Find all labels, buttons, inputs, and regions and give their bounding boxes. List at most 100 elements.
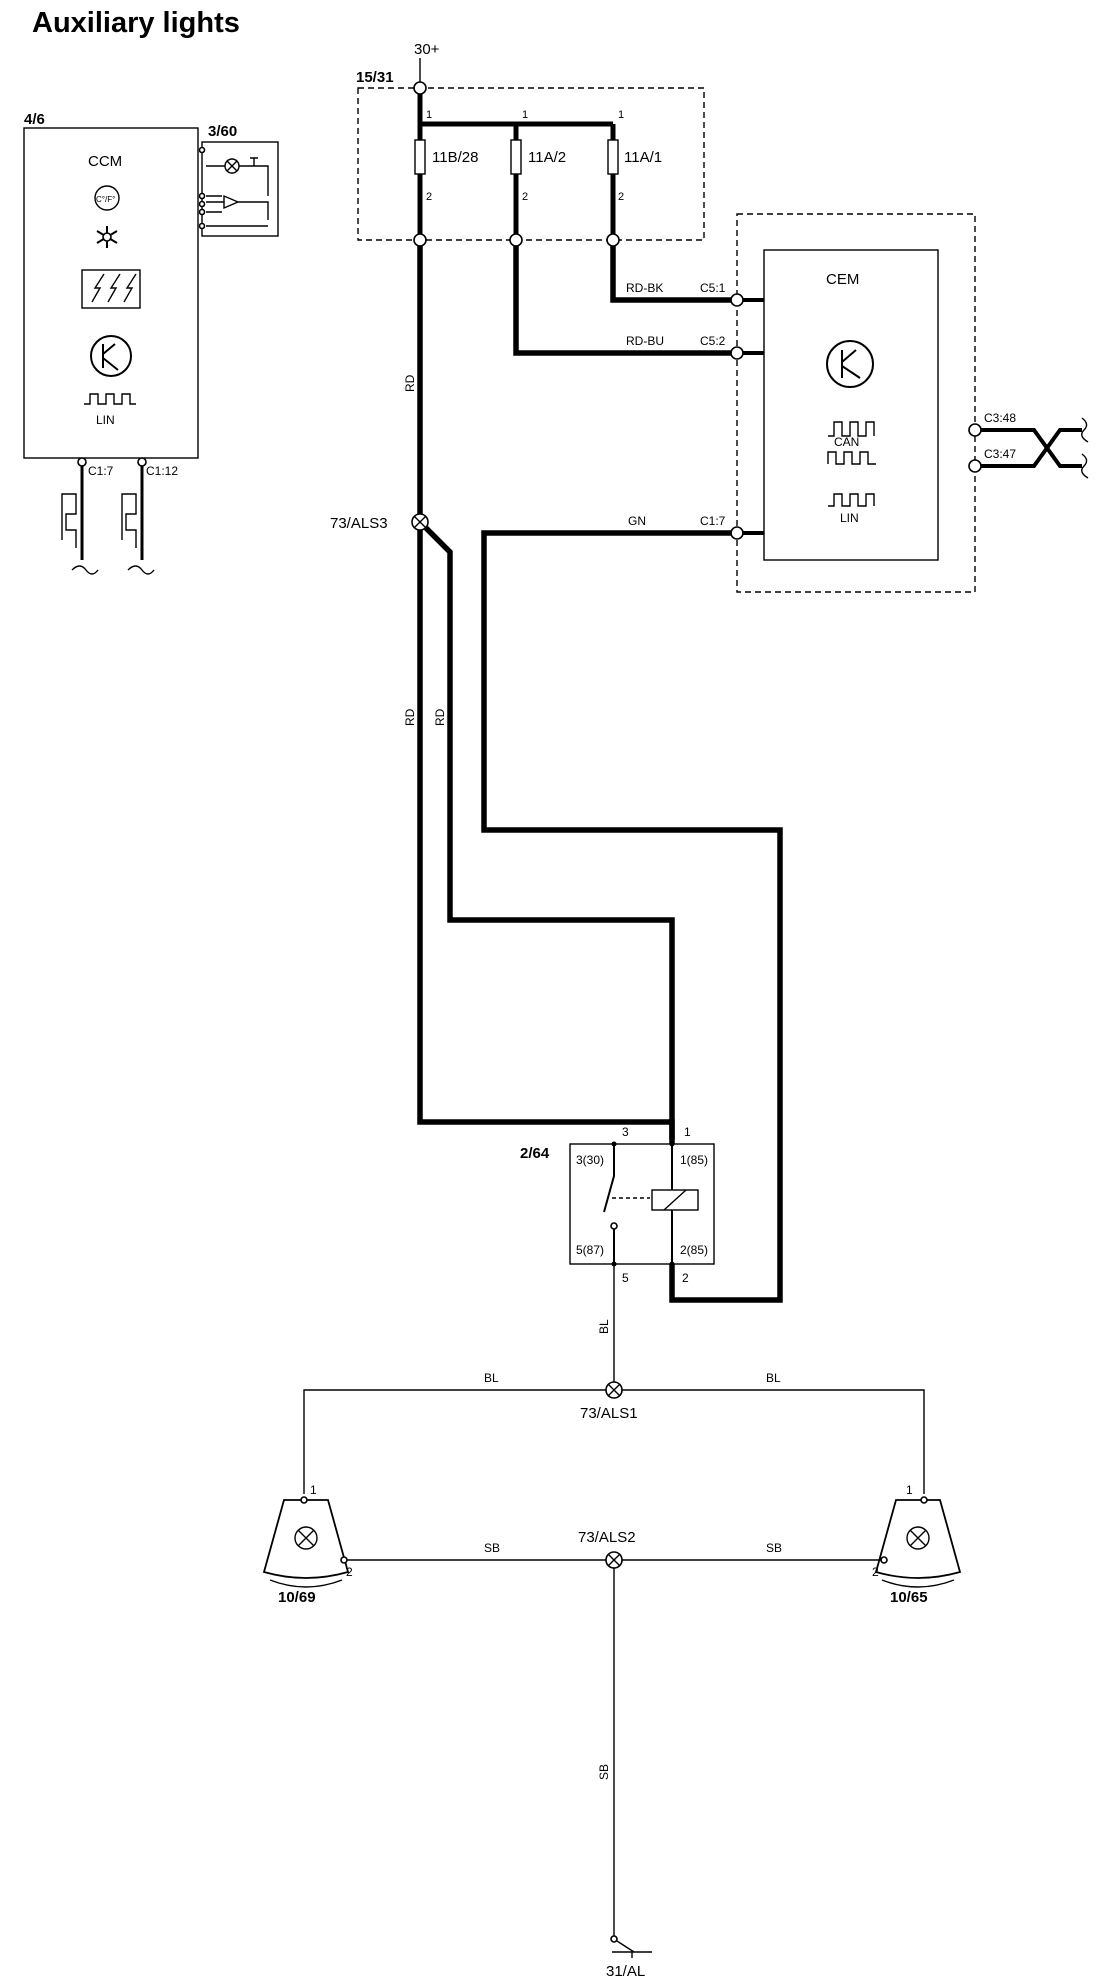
ccm-pin-c1-12 xyxy=(137,457,147,467)
svg-text:BL: BL xyxy=(766,1371,781,1385)
svg-text:SB: SB xyxy=(597,1764,611,1780)
wave-icon xyxy=(127,565,155,575)
svg-text:2: 2 xyxy=(346,1565,353,1579)
svg-text:C3:48: C3:48 xyxy=(984,411,1016,425)
switch-unit-id: 3/60 xyxy=(208,123,237,140)
lamp-right-id: 10/65 xyxy=(890,1589,928,1606)
svg-text:73/ALS2: 73/ALS2 xyxy=(578,1529,636,1546)
ccm-module xyxy=(23,127,199,459)
svg-text:2: 2 xyxy=(522,191,528,203)
svg-text:1: 1 xyxy=(684,1125,691,1139)
supply-label: 30+ xyxy=(414,41,440,58)
svg-text:C5:2: C5:2 xyxy=(700,334,726,348)
ccm-id: 4/6 xyxy=(24,111,45,128)
svg-text:RD: RD xyxy=(403,708,417,726)
svg-text:RD-BU: RD-BU xyxy=(626,334,664,348)
cem-module xyxy=(763,249,939,561)
pulse-signal-icon xyxy=(61,493,77,548)
auxiliary-lamp-left xyxy=(262,1499,350,1588)
svg-text:BL: BL xyxy=(484,1371,499,1385)
fuse-11a-2: 1 11A/2 2 xyxy=(510,109,566,203)
wire-rd-to-relay-3 xyxy=(417,530,675,1180)
svg-text:C3:47: C3:47 xyxy=(984,447,1016,461)
svg-text:2: 2 xyxy=(872,1565,879,1579)
switch-icon xyxy=(206,157,269,196)
svg-text:5: 5 xyxy=(622,1271,629,1285)
can-signal-icon xyxy=(827,451,876,465)
svg-text:1: 1 xyxy=(618,109,624,121)
svg-text:GN: GN xyxy=(628,514,646,528)
ccm-pin-b-label: C1:12 xyxy=(146,464,178,478)
wire-rd-bk xyxy=(610,246,731,303)
relay-id: 2/64 xyxy=(520,1145,550,1162)
heating-element-icon xyxy=(81,269,141,309)
svg-text:BL: BL xyxy=(597,1319,611,1334)
fuse-out-terminal xyxy=(413,233,427,247)
svg-text:2: 2 xyxy=(426,191,432,203)
switch-unit-module xyxy=(201,141,279,237)
svg-text:11A/2: 11A/2 xyxy=(528,149,566,166)
svg-text:73/ALS3: 73/ALS3 xyxy=(330,515,388,532)
pulse-signal-icon xyxy=(121,493,137,548)
fuse-box-input-terminal xyxy=(413,81,427,95)
svg-text:3(30): 3(30) xyxy=(576,1153,604,1167)
svg-text:1: 1 xyxy=(906,1483,913,1497)
can-signal-icon xyxy=(828,421,875,437)
diode-icon xyxy=(206,194,269,220)
cem-pin-c1-7 xyxy=(730,526,744,540)
cem-pin-c5-2 xyxy=(730,346,744,360)
can-twisted-pair xyxy=(981,428,1082,468)
cem-lin-label: LIN xyxy=(840,511,859,525)
snowflake-icon xyxy=(96,226,118,248)
svg-text:SB: SB xyxy=(484,1541,500,1555)
fuse-11a-1: 1 11A/1 2 xyxy=(607,109,662,203)
cem-pin-c5-1 xyxy=(730,293,744,307)
wire-gn xyxy=(481,530,783,1303)
ccm-pin-c1-7 xyxy=(77,457,87,467)
ground-icon xyxy=(612,1940,652,1958)
svg-text:RD: RD xyxy=(433,708,447,726)
svg-text:RD-BK: RD-BK xyxy=(626,281,663,295)
svg-text:11B/28: 11B/28 xyxy=(432,149,478,166)
svg-text:3: 3 xyxy=(622,1125,629,1139)
cem-can-label: CAN xyxy=(834,435,859,449)
ccm-pin-a-label: C1:7 xyxy=(88,464,114,478)
auxiliary-lamp-right xyxy=(874,1499,962,1588)
fuse-box xyxy=(357,87,705,241)
wire-bl-lamps xyxy=(303,1389,925,1494)
transistor-icon xyxy=(90,335,132,377)
cem-outline xyxy=(736,213,976,593)
fuse-11b-28: 1 11B/28 2 xyxy=(414,109,478,203)
fuse-out-terminal xyxy=(509,233,523,247)
svg-text:RD: RD xyxy=(403,374,417,392)
svg-text:1: 1 xyxy=(310,1483,317,1497)
svg-text:2(85): 2(85) xyxy=(680,1243,708,1257)
cem-pin-c3-47 xyxy=(968,459,982,473)
svg-text:1(85): 1(85) xyxy=(680,1153,708,1167)
cem-name: CEM xyxy=(826,271,859,288)
svg-text:2: 2 xyxy=(682,1271,689,1285)
svg-text:C1:7: C1:7 xyxy=(700,514,726,528)
wire-rd-to-relay-1 xyxy=(424,526,675,1140)
thermometer-icon: C°/F° xyxy=(94,185,120,211)
lin-signal-icon xyxy=(828,493,875,507)
relay-switch-contact xyxy=(603,1144,615,1213)
ground-label: 31/AL xyxy=(606,1963,645,1980)
lin-signal-icon xyxy=(84,393,136,405)
fuse-out-terminal xyxy=(606,233,620,247)
svg-text:73/ALS1: 73/ALS1 xyxy=(580,1405,638,1422)
transistor-icon xyxy=(826,340,874,388)
svg-text:C°/F°: C°/F° xyxy=(96,195,115,204)
wave-icon xyxy=(71,565,99,575)
svg-text:5(87): 5(87) xyxy=(576,1243,604,1257)
fuse-box-id: 15/31 xyxy=(356,69,394,86)
svg-text:11A/1: 11A/1 xyxy=(624,149,662,166)
svg-text:C5:1: C5:1 xyxy=(700,281,726,295)
cem-pin-c3-48 xyxy=(968,423,982,437)
lamp-left-id: 10/69 xyxy=(278,1589,316,1606)
ccm-lin-label: LIN xyxy=(96,413,115,427)
wire-rd-bu xyxy=(513,246,731,356)
svg-text:2: 2 xyxy=(618,191,624,203)
svg-text:1: 1 xyxy=(426,109,432,121)
